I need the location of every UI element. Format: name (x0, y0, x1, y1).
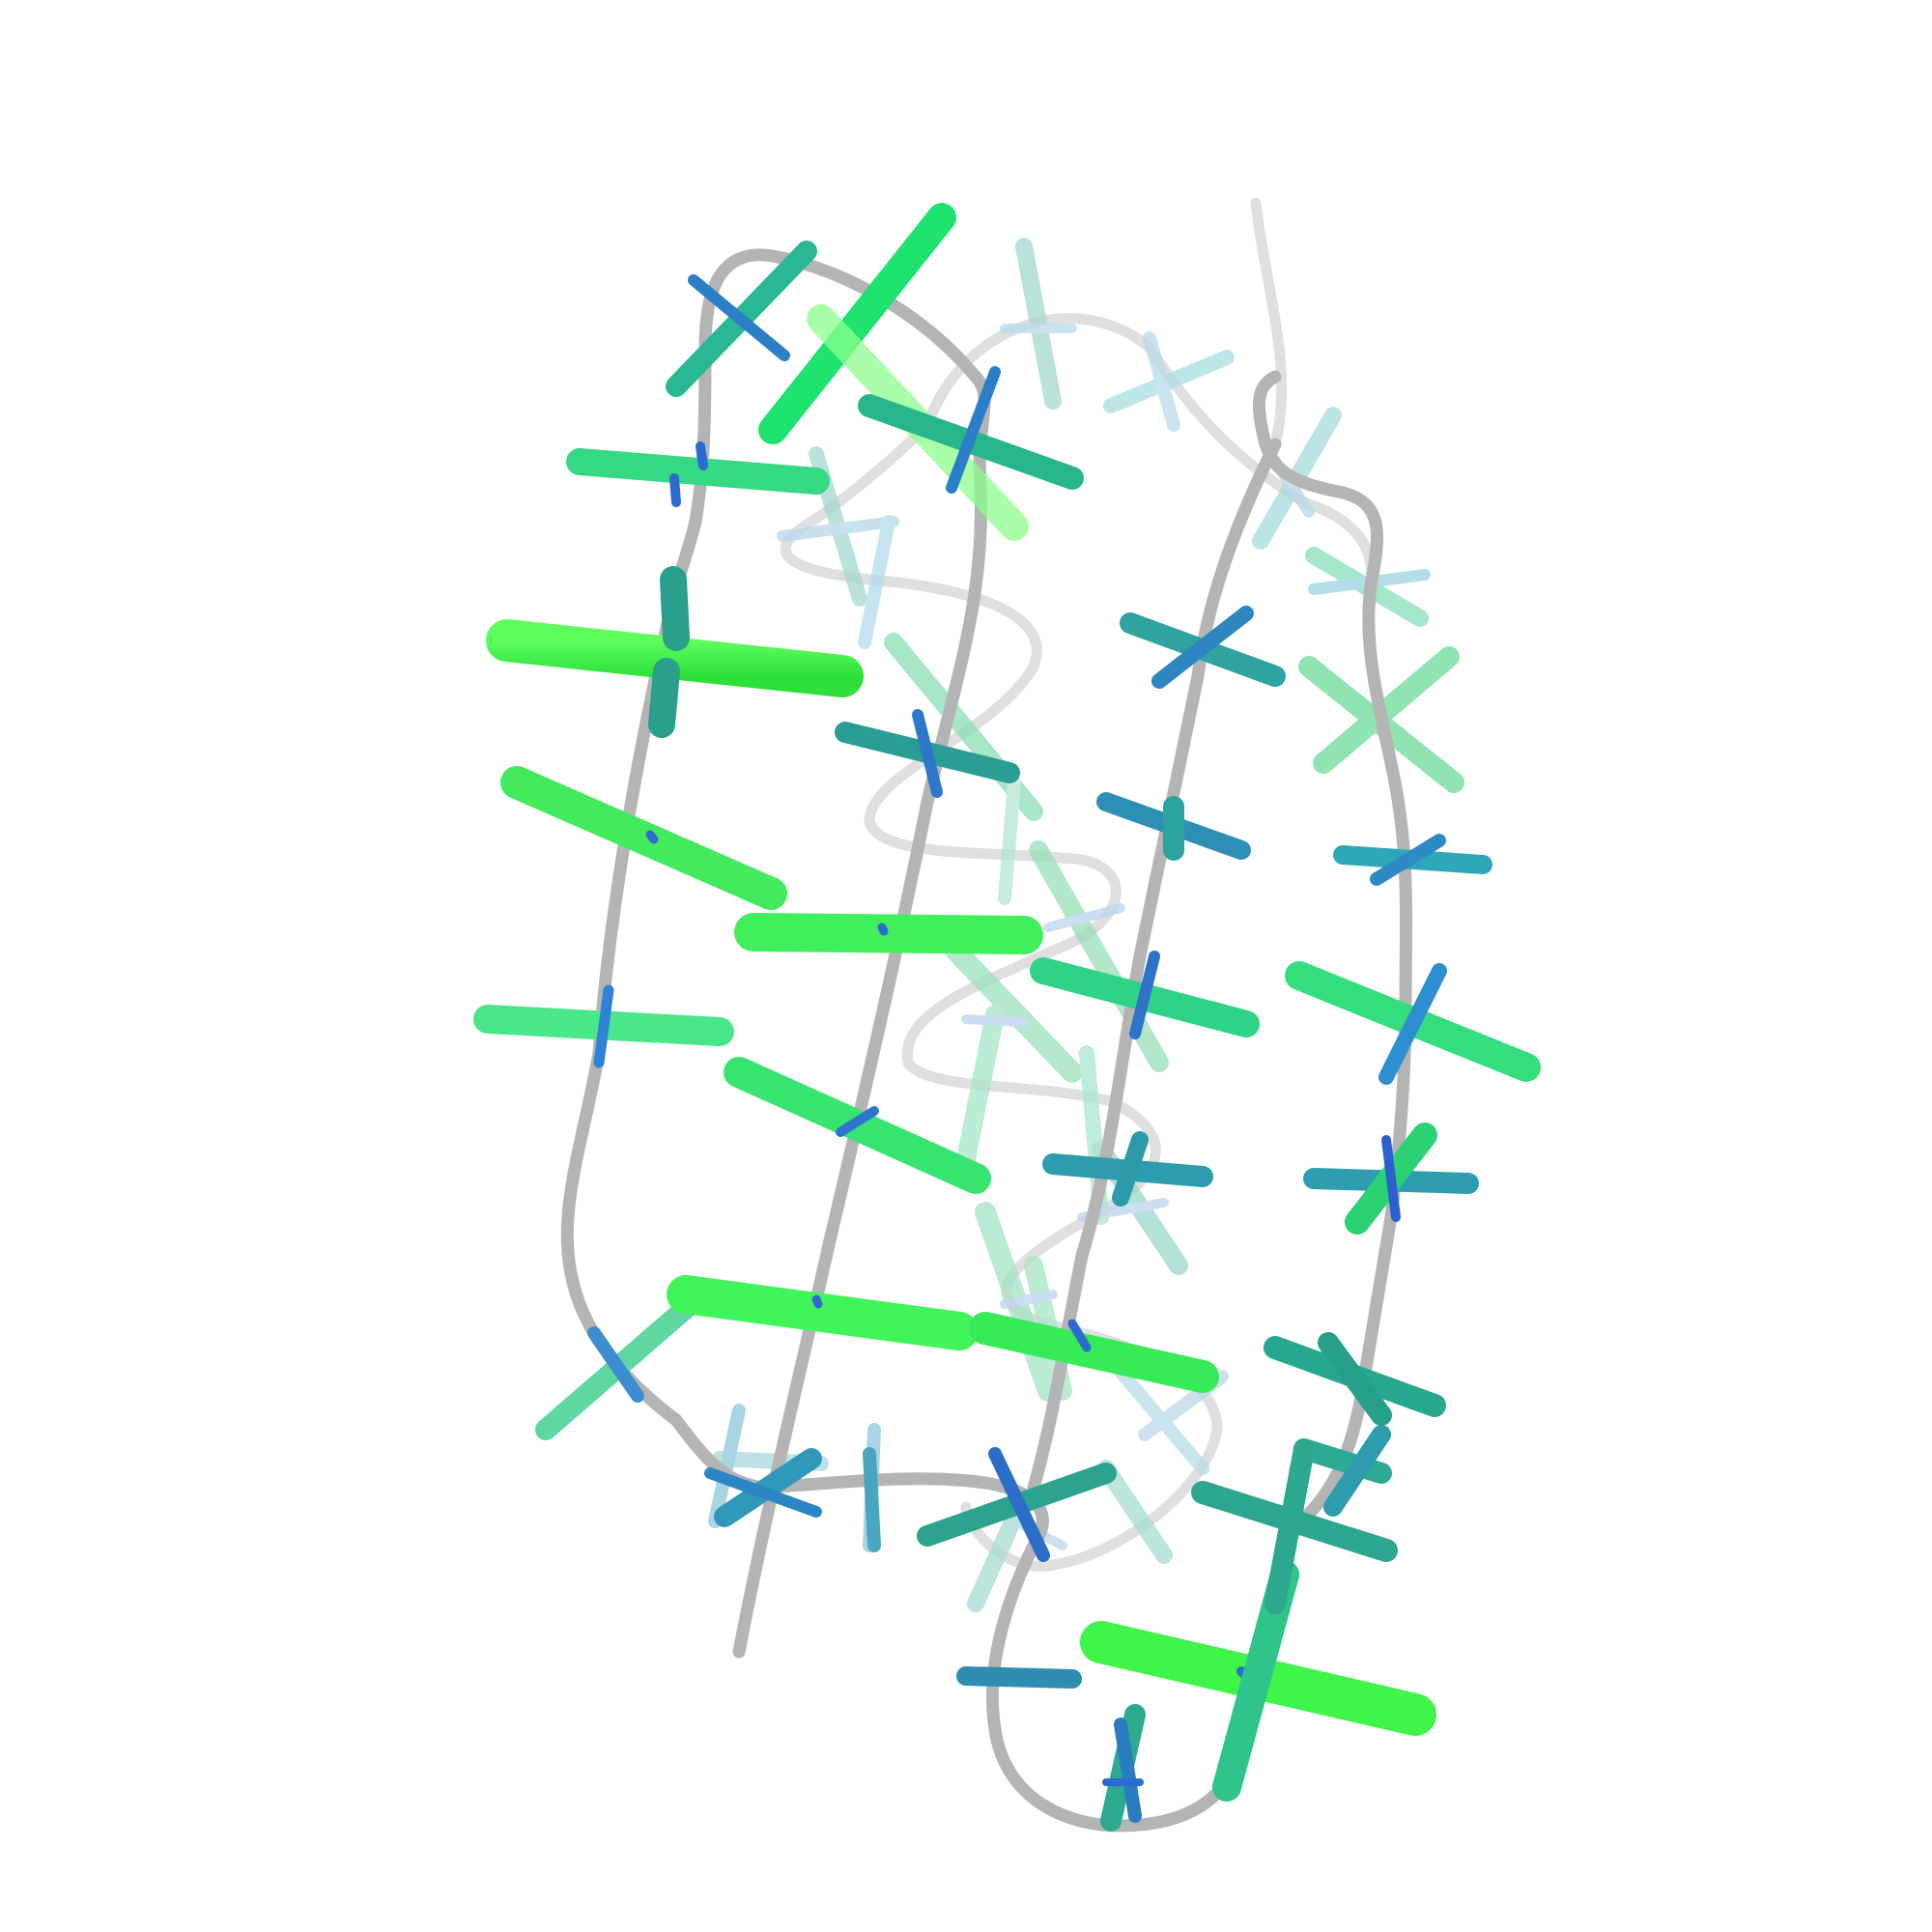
rod (688, 274, 790, 361)
rod (1112, 1131, 1149, 1207)
rod (961, 1014, 1029, 1027)
rod (566, 448, 830, 495)
rod (500, 766, 787, 910)
rod (988, 1447, 1050, 1562)
rod (811, 1294, 823, 1309)
rod (648, 658, 680, 738)
rod (1000, 1290, 1058, 1309)
rod (645, 830, 659, 844)
rod (1264, 1438, 1315, 1614)
rod (708, 1404, 746, 1528)
rod (1103, 350, 1235, 413)
rod (777, 516, 899, 542)
rod (1318, 1332, 1392, 1426)
rod (667, 1275, 979, 1350)
rod (734, 913, 1043, 954)
rod (967, 1498, 1028, 1612)
front-rods (473, 203, 1541, 1832)
rod (486, 619, 864, 697)
rod (669, 473, 681, 507)
rod (836, 1106, 879, 1137)
rod (877, 923, 889, 936)
rod (1114, 1718, 1142, 1823)
rod (1323, 1425, 1391, 1517)
rod (1378, 963, 1447, 1085)
rod (1129, 951, 1160, 1039)
rod (946, 366, 1001, 494)
rod (956, 1005, 1005, 1169)
rod (1067, 1319, 1092, 1352)
rod (1381, 1135, 1401, 1222)
rod (1143, 331, 1180, 432)
rod (1151, 606, 1254, 689)
rod (998, 776, 1021, 905)
rod (1043, 903, 1125, 932)
rod (660, 566, 690, 651)
rod (946, 941, 1083, 1083)
rod (587, 1326, 644, 1403)
rod (1370, 834, 1446, 886)
rod (704, 1467, 822, 1518)
rod (758, 203, 956, 444)
rod (714, 1448, 822, 1527)
rod (912, 709, 943, 798)
rod (969, 1312, 1219, 1393)
rod (696, 441, 708, 470)
rod (593, 984, 614, 1068)
rod (1114, 1365, 1209, 1475)
rod (863, 1447, 881, 1552)
rod (1097, 1460, 1173, 1564)
rod (858, 515, 895, 649)
rod (956, 1666, 1082, 1689)
